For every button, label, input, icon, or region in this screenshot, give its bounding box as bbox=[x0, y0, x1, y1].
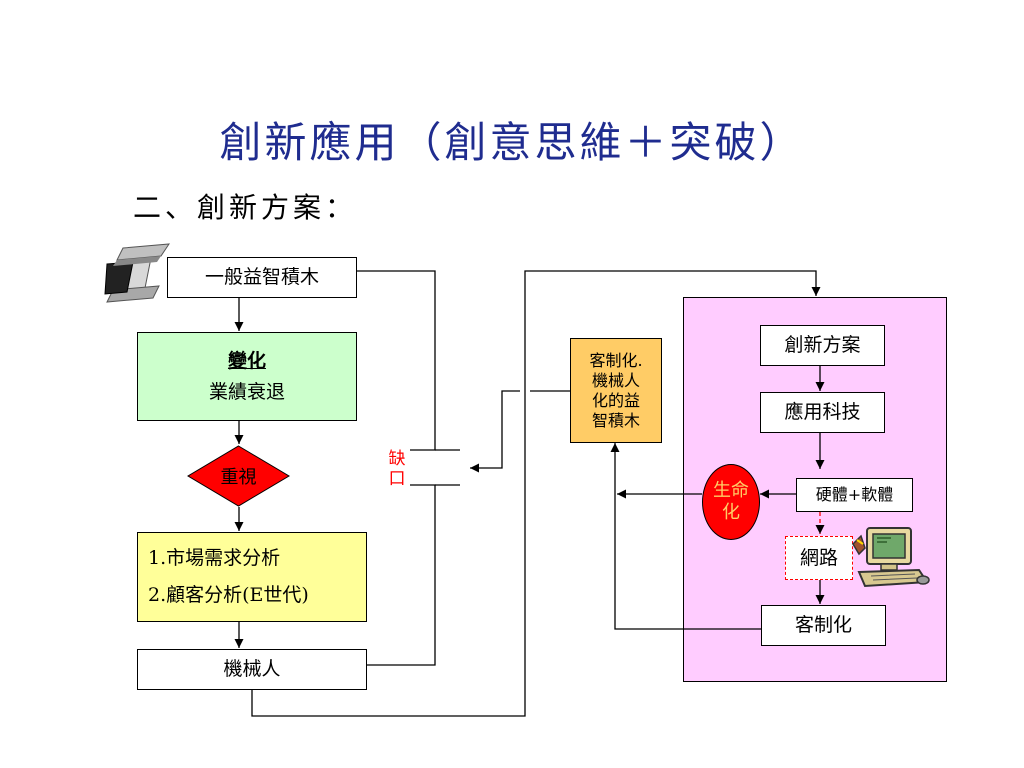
innovation-plan-box: 創新方案 bbox=[760, 325, 885, 366]
general-blocks-box: 一般益智積木 bbox=[167, 257, 357, 298]
applied-tech-label: 應用科技 bbox=[784, 401, 861, 424]
arrow-custom-to-gap bbox=[470, 390, 520, 473]
innovation-plan-label: 創新方案 bbox=[784, 334, 861, 357]
customer-analysis-item: 2.顧客分析(E世代) bbox=[148, 584, 309, 606]
network-label: 網路 bbox=[799, 546, 838, 569]
robot-box: 機械人 bbox=[137, 649, 367, 690]
i-beam-icon bbox=[103, 240, 175, 306]
robot-label: 機械人 bbox=[223, 658, 281, 681]
hw-sw-label: 硬體+軟體 bbox=[815, 484, 894, 504]
market-analysis-item: 1.市場需求分析 bbox=[148, 547, 281, 570]
focus-diamond: 重視 bbox=[187, 445, 290, 507]
custom-blocks-box: 客制化. 機械人 化的益 智積木 bbox=[570, 338, 662, 443]
change-box: 變化 業績衰退 bbox=[137, 332, 357, 421]
gap-label: 缺 口 bbox=[388, 449, 406, 489]
arrow-robot-to-panel bbox=[251, 270, 821, 717]
change-label: 變化 bbox=[227, 349, 266, 372]
decline-label: 業績衰退 bbox=[208, 380, 285, 403]
gap-bracket-bottom bbox=[367, 484, 436, 666]
hw-sw-box: 硬體+軟體 bbox=[796, 478, 913, 512]
life-label: 生命 化 bbox=[713, 480, 749, 523]
general-blocks-label: 一般益智積木 bbox=[204, 266, 319, 289]
network-box: 網路 bbox=[785, 536, 853, 580]
page-title: 創新應用（創意思維＋突破） bbox=[219, 118, 805, 167]
section-subtitle: 二、創新方案： bbox=[133, 191, 358, 224]
custom-blocks-label: 客制化. 機械人 化的益 智積木 bbox=[589, 350, 643, 430]
applied-tech-box: 應用科技 bbox=[760, 392, 885, 433]
computer-icon bbox=[851, 524, 933, 588]
analysis-box: 1.市場需求分析 2.顧客分析(E世代) bbox=[137, 532, 367, 622]
arrow-customization-to-custom bbox=[610, 443, 761, 630]
customization-label: 客制化 bbox=[794, 614, 852, 637]
customization-box: 客制化 bbox=[761, 605, 886, 646]
gap-bracket-top bbox=[357, 270, 436, 451]
focus-label: 重視 bbox=[220, 467, 257, 488]
life-circle: 生命 化 bbox=[702, 464, 760, 540]
